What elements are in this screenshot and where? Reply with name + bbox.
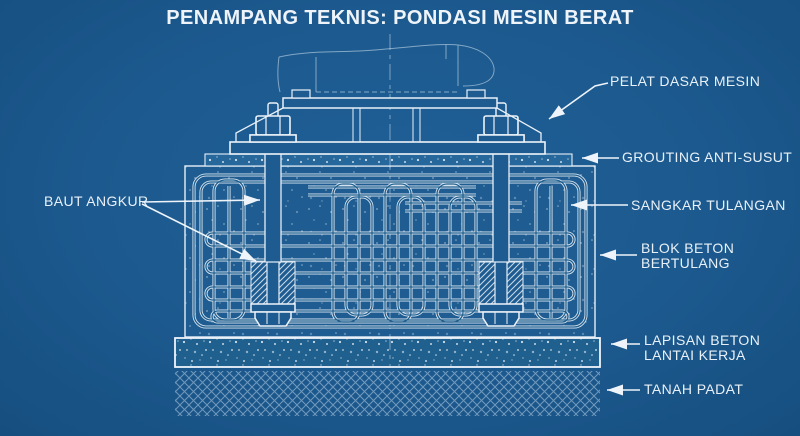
callout-pelat-dasar-mesin: PELAT DASAR MESIN bbox=[610, 73, 761, 89]
callout-sangkar-tulangan: SANGKAR TULANGAN bbox=[631, 197, 786, 213]
callout-blok-beton-bertulang: BLOK BETON BERTULANG bbox=[641, 240, 735, 271]
callout-lapisan-beton-lantai-kerja: LAPISAN BETON LANTAI KERJA bbox=[644, 332, 761, 363]
diagram-title: PENAMPANG TEKNIS: PONDASI MESIN BERAT bbox=[166, 7, 634, 29]
machine-bed-plate bbox=[235, 89, 542, 143]
grouting-layer bbox=[204, 153, 573, 167]
callout-grouting-anti-susut: GROUTING ANTI-SUSUT bbox=[622, 149, 793, 165]
callout-baut-angkur: BAUT ANGKUR bbox=[44, 193, 149, 209]
lean-concrete-layer bbox=[174, 337, 601, 368]
leader-baut-angkur-1 bbox=[141, 194, 261, 206]
anchor-nut-left bbox=[249, 134, 297, 143]
compacted-soil bbox=[175, 371, 600, 416]
leader-pelat-dasar-mesin bbox=[548, 82, 609, 120]
anchor-nut-right bbox=[477, 134, 525, 143]
callout-tanah-padat: TANAH PADAT bbox=[644, 381, 744, 397]
machine-body bbox=[277, 43, 495, 93]
leader-baut-angkur-2 bbox=[141, 203, 257, 262]
base-plate bbox=[229, 141, 546, 155]
